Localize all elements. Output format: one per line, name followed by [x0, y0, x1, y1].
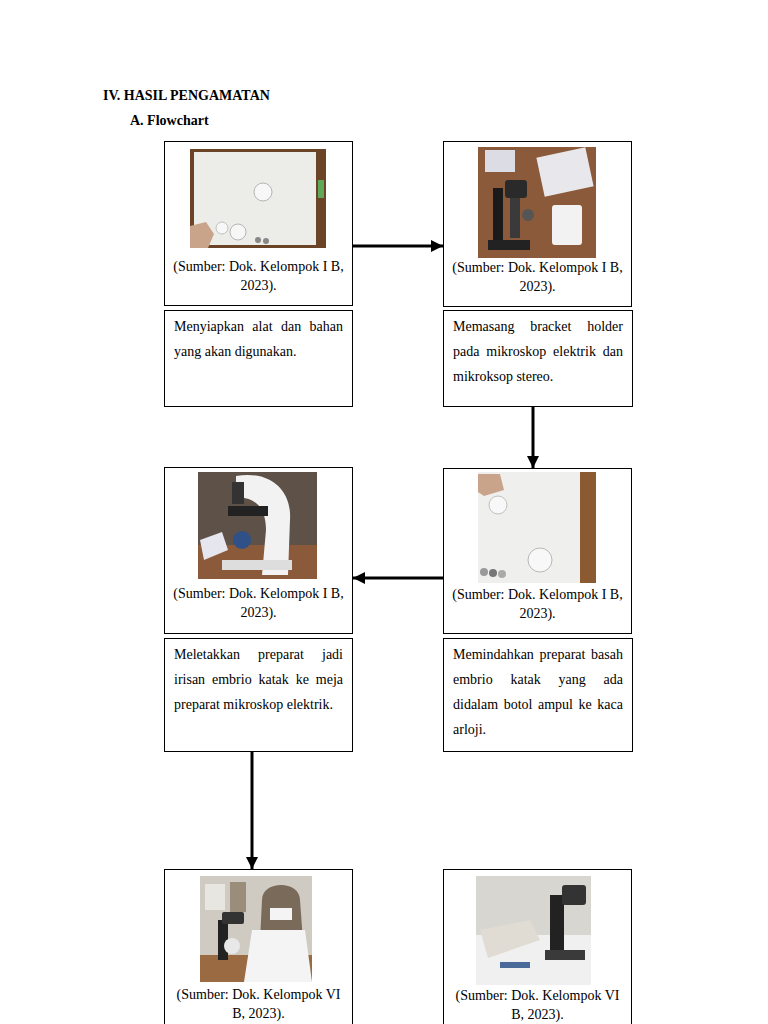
photo-caption: (Sumber: Dok. Kelompok I B, 2023).: [444, 585, 631, 623]
photo-box: (Sumber: Dok. Kelompok I B, 2023).: [164, 467, 353, 634]
photo: [200, 876, 312, 982]
process-box: Menyiapkan alat dan bahan yang akan digu…: [164, 310, 353, 407]
photo-caption: (Sumber: Dok. Kelompok I B, 2023).: [444, 258, 631, 296]
step-text: Memasang bracket holder pada mikroskop e…: [444, 311, 632, 395]
step-text: Memindahkan preparat basah embrio katak …: [444, 639, 632, 748]
photo-box: (Sumber: Dok. Kelompok I B, 2023).: [443, 141, 632, 307]
flow-arrow: [353, 577, 443, 580]
process-box: Memasang bracket holder pada mikroskop e…: [443, 310, 633, 407]
photo-caption: (Sumber: Dok. Kelompok I B, 2023).: [165, 257, 352, 295]
photo-box: (Sumber: Dok. Kelompok VI B, 2023).: [164, 869, 353, 1024]
step-text: Menyiapkan alat dan bahan yang akan digu…: [165, 311, 352, 370]
section-title: IV. HASIL PENGAMATAN: [103, 87, 270, 105]
photo-caption: (Sumber: Dok. Kelompok VI B, 2023).: [444, 986, 631, 1024]
process-box: Memindahkan preparat basah embrio katak …: [443, 638, 633, 752]
step-text: Meletakkan preparat jadi irisan embrio k…: [165, 639, 352, 723]
flow-arrow: [353, 245, 443, 248]
photo: [198, 472, 317, 579]
photo-caption: (Sumber: Dok. Kelompok VI B, 2023).: [165, 985, 352, 1023]
photo-box: (Sumber: Dok. Kelompok I B, 2023).: [443, 468, 632, 634]
photo-box: (Sumber: Dok. Kelompok VI B, 2023).: [443, 869, 632, 1024]
subsection-title: A. Flowchart: [130, 112, 209, 130]
photo: [190, 149, 326, 248]
flow-arrow: [251, 752, 254, 869]
process-box: Meletakkan preparat jadi irisan embrio k…: [164, 638, 353, 752]
photo-box: (Sumber: Dok. Kelompok I B, 2023).: [164, 141, 353, 306]
flow-arrow: [532, 407, 535, 468]
photo: [478, 472, 596, 583]
photo: [478, 147, 596, 258]
photo: [476, 876, 591, 985]
photo-caption: (Sumber: Dok. Kelompok I B, 2023).: [165, 584, 352, 622]
